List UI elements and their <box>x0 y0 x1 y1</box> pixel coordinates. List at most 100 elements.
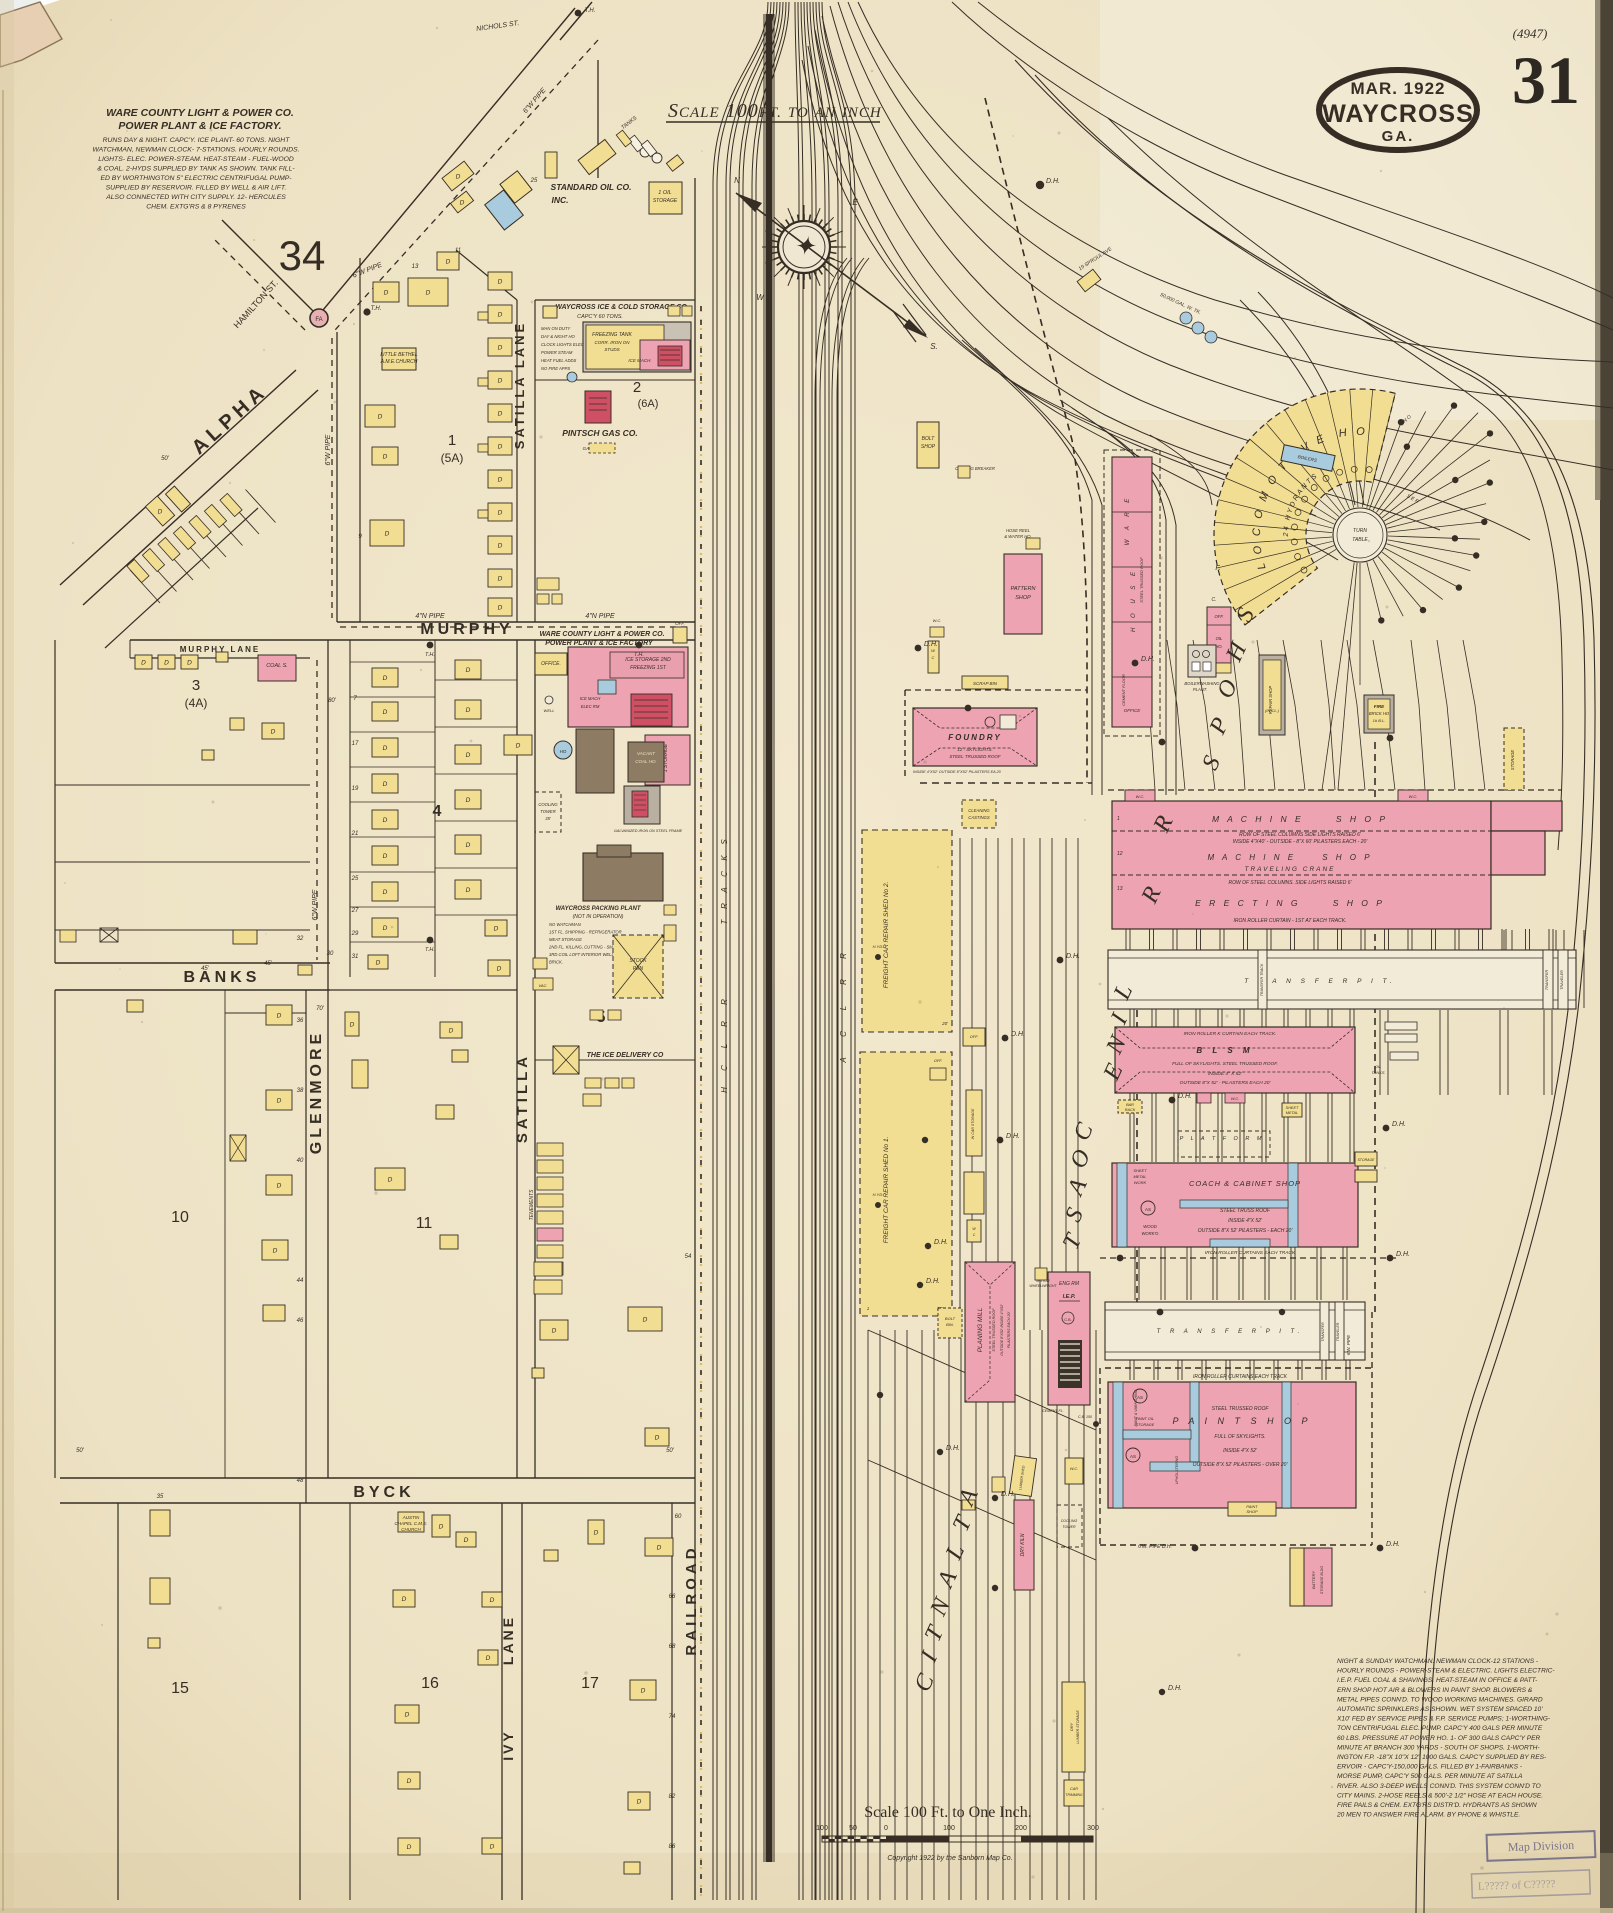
svg-text:SHOP: SHOP <box>921 444 936 450</box>
svg-text:FREEZING 1ST: FREEZING 1ST <box>630 665 667 671</box>
svg-text:D.H.: D.H. <box>946 1445 960 1452</box>
svg-text:E: E <box>852 198 858 207</box>
svg-text:PLANING MILL: PLANING MILL <box>977 1307 984 1352</box>
svg-text:M A C H I N E S H O P: M A C H I N E S H O P <box>1207 853 1372 862</box>
svg-text:D.H.: D.H. <box>1141 656 1155 663</box>
svg-text:H O U S E: H O U S E <box>1131 568 1137 632</box>
svg-text:D: D <box>376 960 381 967</box>
svg-text:82: 82 <box>669 1794 676 1800</box>
svg-text:21: 21 <box>351 831 359 837</box>
svg-text:LIGHTS- ELEC. POWER-STEAM. HEA: LIGHTS- ELEC. POWER-STEAM. HEAT-STEAM - … <box>98 156 294 163</box>
svg-text:46: 46 <box>297 1318 304 1324</box>
svg-text:LANE: LANE <box>500 1615 516 1665</box>
svg-text:POWER STEAM: POWER STEAM <box>541 350 573 355</box>
svg-text:D: D <box>498 411 503 418</box>
svg-text:D: D <box>466 842 471 849</box>
svg-text:INSIDE 4"X 52': INSIDE 4"X 52' <box>1223 1448 1258 1454</box>
svg-text:IRON ROLLER CURTAIN - 1: IRON ROLLER CURTAIN - 1ST AT EACH TRACK. <box>1234 918 1347 924</box>
svg-text:D: D <box>655 1435 660 1442</box>
svg-text:POWER PLANT & ICE FACTORY.: POWER PLANT & ICE FACTORY. <box>118 120 281 132</box>
svg-text:W.C.: W.C. <box>1231 1097 1239 1101</box>
svg-text:BRICK.: BRICK. <box>549 960 563 965</box>
svg-text:D: D <box>498 312 503 319</box>
svg-text:BATTERY: BATTERY <box>1311 1571 1316 1589</box>
svg-text:WARE COUNTY LIGHT & POWER CO.: WARE COUNTY LIGHT & POWER CO. <box>106 107 294 119</box>
svg-text:D.H.: D.H. <box>1178 1093 1192 1100</box>
svg-text:D: D <box>516 743 521 750</box>
svg-text:F.: F. <box>1215 565 1220 572</box>
svg-text:INSIDE 4"X52' OUTSIDE 8"X52' P: INSIDE 4"X52' OUTSIDE 8"X52' PILASTERS E… <box>913 770 1002 774</box>
svg-text:VAC.: VAC. <box>538 983 547 988</box>
svg-text:LUMBER STORAGE: LUMBER STORAGE <box>1076 1710 1080 1744</box>
svg-text:ROW OF STEEL COLUMNS SID: ROW OF STEEL COLUMNS SIDE LIGHTS RAISED … <box>1239 832 1362 838</box>
svg-text:SATILLA: SATILLA <box>514 1053 531 1143</box>
svg-text:D: D <box>466 707 471 714</box>
svg-text:D: D <box>158 509 163 516</box>
svg-text:GALVANIZED IRON ON STEEL FRAME: GALVANIZED IRON ON STEEL FRAME <box>614 829 683 833</box>
svg-text:4"N PIPE: 4"N PIPE <box>585 613 615 620</box>
svg-text:D: D <box>497 966 502 973</box>
svg-text:29: 29 <box>351 931 359 937</box>
svg-text:300: 300 <box>1087 1825 1099 1832</box>
svg-text:STORAGE: STORAGE <box>1136 1423 1155 1427</box>
svg-text:50: 50 <box>849 1825 857 1832</box>
svg-text:PINTSCH GAS CO.: PINTSCH GAS CO. <box>562 428 638 438</box>
svg-text:I.E.P. FUEL COAL & SHAVINGS. H: I.E.P. FUEL COAL & SHAVINGS. HEAT-STEAM … <box>1337 1677 1538 1684</box>
svg-text:TRANSFER TRACK: TRANSFER TRACK <box>1260 963 1264 996</box>
svg-text:44: 44 <box>297 1278 304 1284</box>
svg-text:COAL HO.: COAL HO. <box>635 759 656 764</box>
svg-text:D: D <box>273 1248 278 1255</box>
svg-text:C: C <box>839 1031 848 1037</box>
svg-text:1 OIL: 1 OIL <box>658 190 671 196</box>
svg-text:1: 1 <box>448 432 456 449</box>
svg-text:OUTSIDE 8"X52' INSIDE 4"X52': OUTSIDE 8"X52' INSIDE 4"X52' <box>1000 1304 1004 1356</box>
svg-text:FA: FA <box>315 317 322 323</box>
svg-text:D.H.: D.H. <box>1386 1541 1400 1548</box>
svg-text:S.: S. <box>930 342 938 351</box>
svg-text:RACK: RACK <box>1125 1108 1136 1112</box>
svg-text:D: D <box>498 279 503 286</box>
svg-text:BIN.: BIN. <box>946 1322 954 1327</box>
svg-text:3: 3 <box>192 677 200 694</box>
svg-text:W: W <box>756 293 765 302</box>
svg-text:BOLT: BOLT <box>922 436 936 442</box>
svg-text:W A R E: W A R E <box>1125 495 1131 546</box>
svg-text:BOILERS: BOILERS <box>1297 454 1317 463</box>
svg-text:OFF.: OFF. <box>970 1034 979 1039</box>
svg-text:32: 32 <box>297 936 304 942</box>
svg-text:D: D <box>383 817 388 824</box>
svg-text:CHAPEL C.M.E.: CHAPEL C.M.E. <box>395 1521 428 1526</box>
svg-text:FOUNDRY: FOUNDRY <box>948 733 1001 742</box>
svg-text:17: 17 <box>581 1675 599 1692</box>
svg-text:D: D <box>494 926 499 933</box>
svg-text:BRICK HO: BRICK HO <box>1369 711 1390 716</box>
svg-text:D: D <box>498 345 503 352</box>
svg-text:(4A): (4A) <box>185 696 208 710</box>
svg-text:D: D <box>383 925 388 932</box>
svg-text:6"W PIPE: 6"W PIPE <box>325 434 332 465</box>
svg-text:D.H.: D.H. <box>1392 1121 1406 1128</box>
svg-text:WARE COUNTY LIGHT & POWER CO.: WARE COUNTY LIGHT & POWER CO. <box>539 631 664 638</box>
svg-text:48: 48 <box>297 1478 304 1484</box>
svg-text:BANKS: BANKS <box>184 969 261 986</box>
svg-text:OFFICE: OFFICE <box>1124 708 1141 713</box>
svg-text:D: D <box>486 1655 491 1662</box>
svg-text:X10' FED BY SERVICE PIPES & F.: X10' FED BY SERVICE PIPES & F.P. SERVICE… <box>1336 1716 1551 1723</box>
svg-text:BOILERWASHING: BOILERWASHING <box>1184 681 1220 686</box>
svg-text:CORR. IRON ON: CORR. IRON ON <box>594 340 630 345</box>
svg-text:D: D <box>641 1688 646 1695</box>
svg-text:P L A T F O R M: P L A T F O R M <box>1180 1136 1265 1142</box>
svg-text:CEMENT FL.: CEMENT FL. <box>1042 1409 1063 1413</box>
svg-text:D.H.: D.H. <box>1066 953 1080 960</box>
svg-text:OUTSIDE 8"X 52' PILASTERS -: OUTSIDE 8"X 52' PILASTERS - OVER 20' <box>1193 1462 1289 1468</box>
svg-text:THE ICE DELIVERY CO: THE ICE DELIVERY CO <box>587 1052 664 1059</box>
svg-text:STEEL TRUSS ROOF: STEEL TRUSS ROOF <box>1220 1208 1271 1214</box>
svg-text:WHEELWRIGHT: WHEELWRIGHT <box>1029 1284 1057 1288</box>
svg-text:D: D <box>439 1524 444 1531</box>
svg-text:ENG RM: ENG RM <box>1059 1281 1080 1287</box>
svg-text:13: 13 <box>412 264 419 270</box>
svg-text:D: D <box>426 290 431 297</box>
svg-text:SATILLA LANE: SATILLA LANE <box>512 321 527 449</box>
svg-text:ERVOIR - CAPC'Y-150,000 GALS.: ERVOIR - CAPC'Y-150,000 GALS. FILLED BY … <box>1337 1764 1523 1771</box>
svg-text:19: 19 <box>352 786 359 792</box>
